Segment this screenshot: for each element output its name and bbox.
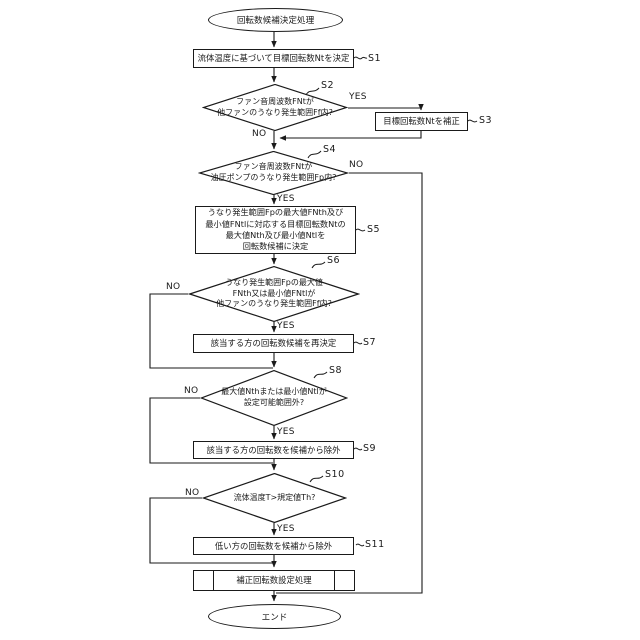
branch-label-no-s6: NO [166,282,181,292]
leader-s6 [311,261,326,269]
step-label-s1: S1 [368,53,382,64]
edge-s8-no-loop [149,397,273,464]
diamond-shape [202,84,348,131]
decision-s8: 最大値Nthまたは最小値Ntlが 設定可能範囲外? [200,370,348,426]
decision-s6-line3: 他ファンのうなり発生範囲Ff内? [216,299,332,309]
leader-s11 [355,543,365,547]
step-label-s5: S5 [367,224,381,235]
process-s5-line3: 最大値Nth及び最小値Ntlを [225,230,326,240]
decision-s6: うなり発生範囲Fpの最大値 FNth又は最小値FNtlが 他ファンのうなり発生範… [188,266,360,322]
decision-s4-text: ファン音周波数FNtが 油圧ポンプのうなり発生範囲Fp内? [211,162,337,184]
decision-s8-line1: 最大値Nthまたは最小値Ntlが [221,387,327,397]
diamond-shape [188,266,360,322]
process-s5-line1: うなり発生範囲Fpの最大値FNth及び [207,207,344,218]
step-label-s11: S11 [365,539,385,550]
process-s3: 目標回転数Ntを補正 [375,112,468,131]
process-s5-line4: 回転数候補に決定 [242,241,309,252]
edge-s3-return [279,131,422,141]
end-terminal: エンド [208,604,341,629]
leader-s2 [305,87,320,96]
decision-s10-text: 流体温度T>規定値Th? [234,493,316,504]
process-s1: 流体温度に基づいて目標回転数Ntを決定 [193,49,354,68]
decision-s2: ファン音周波数FNtが 他ファンのうなり発生範囲Ff内? [202,84,348,131]
subroutine-left-bar [213,571,215,590]
leader-s8 [313,371,328,379]
decision-s8-text: 最大値Nthまたは最小値Ntlが 設定可能範囲外? [221,387,327,409]
step-label-s6: S6 [327,255,341,266]
process-s7-label: 該当する方の回転数候補を再決定 [210,338,337,349]
leader-s10 [309,475,324,483]
step-label-s2: S2 [321,80,335,91]
start-terminal: 回転数候補決定処理 [208,8,343,32]
step-label-s7: S7 [363,337,377,348]
leader-s7 [353,341,363,345]
process-s3-label: 目標回転数Ntを補正 [383,116,460,127]
branch-label-yes-s8: YES [277,427,295,437]
edge-s2-yes-s3 [348,103,424,111]
decision-s2-line2: 他ファンのうなり発生範囲Ff内? [217,107,333,117]
branch-label-no-s10: NO [185,488,200,498]
process-s1-label: 流体温度に基づいて目標回転数Ntを決定 [197,53,350,64]
branch-label-yes-s10: YES [277,524,295,534]
decision-s4-line2: 油圧ポンプのうなり発生範囲Fp内? [210,173,337,182]
decision-s10: 流体温度T>規定値Th? [202,473,347,523]
process-s5-text: うなり発生範囲Fpの最大値FNth及び 最小値FNtlに対応する目標回転数Ntの… [205,207,345,252]
process-s5-line2: 最小値FNtlに対応する目標回転数Ntの [205,218,346,229]
decision-s4: ファン音周波数FNtが 油圧ポンプのうなり発生範囲Fp内? [198,151,349,195]
process-s11: 低い方の回転数を候補から除外 [193,537,354,555]
branch-label-no-s2: NO [252,129,267,139]
process-s5: うなり発生範囲Fpの最大値FNth及び 最小値FNtlに対応する目標回転数Ntの… [195,206,356,254]
subroutine-label: 補正回転数設定処理 [236,575,312,586]
subroutine-right-bar [333,571,335,590]
subroutine-box: 補正回転数設定処理 [193,570,355,591]
step-label-s8: S8 [329,365,343,376]
diamond-shape [202,473,347,523]
process-s11-label: 低い方の回転数を候補から除外 [214,540,333,551]
branch-label-yes-s6: YES [277,321,295,331]
decision-s8-line2: 設定可能範囲外? [243,398,305,407]
leader-s4 [307,150,322,159]
decision-s6-line1: うなり発生範囲Fpの最大値 [225,277,323,287]
decision-s4-line1: ファン音周波数FNtが [234,162,313,172]
step-label-s3: S3 [479,115,493,126]
step-label-s9: S9 [363,443,377,454]
end-label: エンド [261,612,288,623]
decision-s6-line2: FNth又は最小値FNtlが [232,288,316,298]
process-s9-label: 該当する方の回転数を候補から除外 [206,444,341,455]
leader-s3 [467,119,478,123]
step-label-s4: S4 [323,144,337,155]
start-label: 回転数候補決定処理 [236,16,315,26]
branch-label-yes-s4: YES [277,194,295,204]
decision-s6-text: うなり発生範囲Fpの最大値 FNth又は最小値FNtlが 他ファンのうなり発生範… [216,278,332,310]
branch-label-yes-s2: YES [349,92,367,102]
leader-s5 [355,228,366,232]
process-s7: 該当する方の回転数候補を再決定 [193,334,354,353]
decision-s2-text: ファン音周波数FNtが 他ファンのうなり発生範囲Ff内? [217,97,333,119]
diamond-shape [200,370,348,426]
edge-s4-no-right [276,172,423,594]
decision-s10-line1: 流体温度T>規定値Th? [233,492,316,502]
process-s9: 該当する方の回転数を候補から除外 [193,441,354,459]
step-label-s10: S10 [325,469,345,480]
edge-s10-no-loop [149,497,273,564]
edge-s6-no-loop [149,293,273,369]
branch-label-no-s8: NO [184,386,199,396]
decision-s2-line1: ファン音周波数FNtが [236,96,314,106]
diamond-shape [198,151,349,195]
leader-s1 [353,56,368,60]
branch-label-no-s4: NO [349,160,364,170]
leader-s9 [353,447,363,451]
